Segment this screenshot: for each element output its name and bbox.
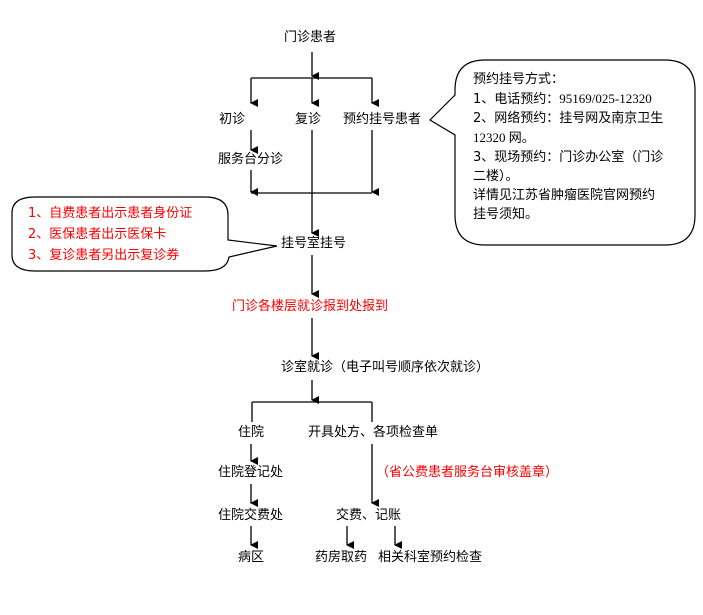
node-triage: 服务台分诊 bbox=[218, 152, 284, 167]
node-hospital-payment: 住院交费处 bbox=[218, 508, 284, 523]
node-consultation: 诊室就诊（电子叫号顺序依次就诊） bbox=[281, 360, 490, 375]
node-registration: 挂号室挂号 bbox=[281, 236, 347, 251]
node-ward: 病区 bbox=[238, 550, 265, 565]
callout-requirements-bubble bbox=[11, 196, 278, 272]
callout-line: 3、复诊患者另出示复诊券 bbox=[28, 248, 180, 263]
callout-appointment-text: 预约挂号方式： 1、电话预约：95169/025-12320 2、网络预约：挂号… bbox=[473, 70, 663, 224]
callout-line: 1、电话预约：95169/025-12320 bbox=[473, 91, 652, 107]
callout-line: 12320 网。 bbox=[473, 130, 535, 145]
node-outpatient: 门诊患者 bbox=[284, 30, 337, 45]
node-admission-office: 住院登记处 bbox=[218, 465, 284, 480]
callout-appointment-bubble bbox=[429, 59, 696, 246]
note-public-funded: （省公费患者服务台审核盖章） bbox=[376, 465, 559, 480]
node-return-visit: 复诊 bbox=[295, 112, 322, 127]
node-appointment: 预约挂号患者 bbox=[343, 112, 422, 127]
callout-line: 挂号须知。 bbox=[473, 207, 539, 222]
callout-line: 二楼）。 bbox=[473, 169, 519, 184]
callout-line: 2、医保患者出示医保卡 bbox=[28, 227, 167, 242]
callout-requirements-text: 1、自费患者出示患者身份证 2、医保患者出示医保卡 3、复诊患者另出示复诊券 bbox=[28, 203, 192, 266]
node-check-in: 门诊各楼层就诊报到处报到 bbox=[232, 299, 389, 314]
node-pharmacy: 药房取药 bbox=[315, 550, 368, 565]
node-hospitalization: 住院 bbox=[238, 425, 265, 440]
node-prescription: 开具处方、各项检查单 bbox=[308, 425, 439, 440]
callout-line: 2、网络预约：挂号网及南京卫生 bbox=[473, 111, 664, 126]
callout-line: 详情见江苏省肿瘤医院官网预约 bbox=[473, 188, 656, 203]
node-exam-booking: 相关科室预约检查 bbox=[378, 550, 483, 565]
callout-line: 1、自费患者出示患者身份证 bbox=[28, 206, 193, 221]
callout-line: 预约挂号方式： bbox=[473, 72, 565, 87]
node-first-visit: 初诊 bbox=[219, 112, 246, 127]
node-payment: 交费、记账 bbox=[336, 508, 402, 523]
callout-line: 3、现场预约：门诊办公室（门诊 bbox=[473, 150, 664, 165]
